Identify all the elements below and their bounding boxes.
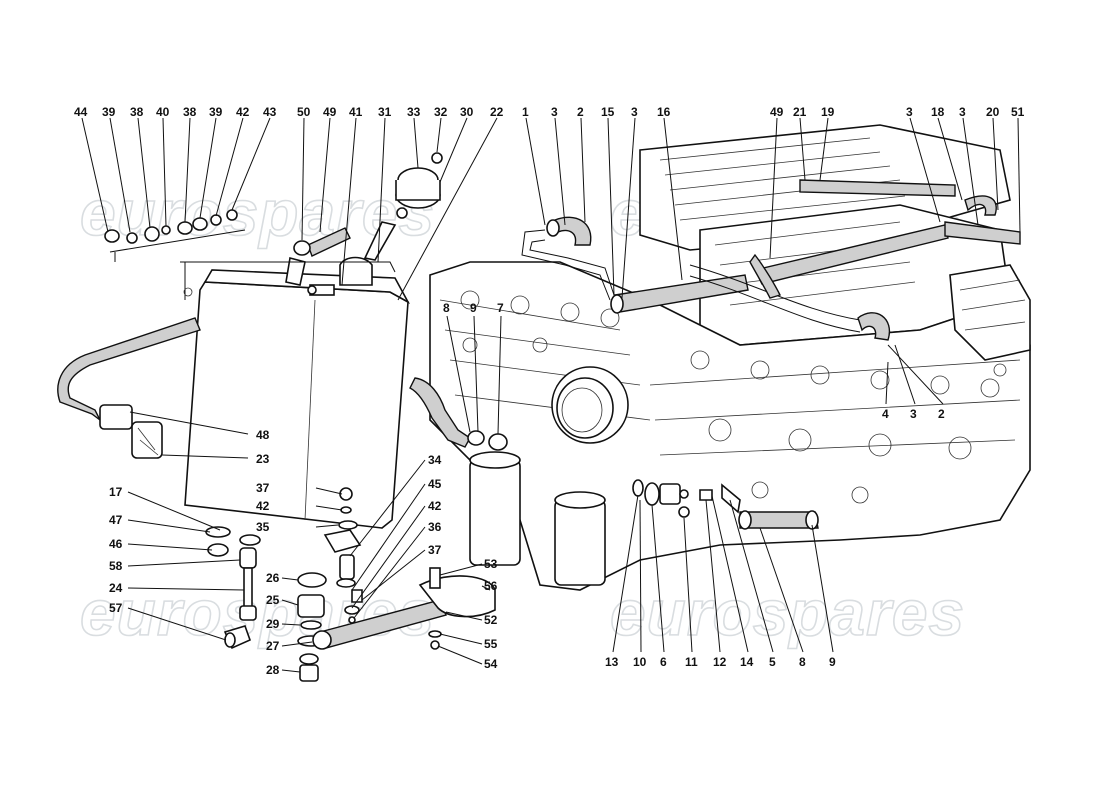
callout-10: 10	[633, 655, 647, 669]
watermark-bottom-right: eurospares	[610, 577, 965, 649]
callout-32: 32	[434, 105, 448, 119]
callout-55: 55	[484, 637, 498, 651]
callout-27: 27	[266, 639, 280, 653]
callout-34: 34	[428, 453, 442, 467]
leader-lines	[81, 117, 1021, 673]
callout-23: 23	[256, 452, 270, 466]
callout-18: 18	[931, 105, 945, 119]
callout-19: 19	[821, 105, 835, 119]
callout-38: 38	[130, 105, 144, 119]
engine-block-drawing	[429, 124, 1031, 591]
callout-47: 47	[109, 513, 123, 527]
callout-48: 48	[256, 428, 270, 442]
callout-9: 9	[829, 655, 836, 669]
callout-39: 39	[209, 105, 223, 119]
callout-3: 3	[959, 105, 966, 119]
callout-9: 9	[470, 301, 477, 315]
callout-43: 43	[263, 105, 277, 119]
callout-3: 3	[906, 105, 913, 119]
callout-12: 12	[713, 655, 727, 669]
callout-33: 33	[407, 105, 421, 119]
callout-42: 42	[428, 499, 442, 513]
callout-1: 1	[522, 105, 529, 119]
breather-hoses	[409, 179, 1021, 530]
callout-31: 31	[378, 105, 392, 119]
callout-8: 8	[443, 301, 450, 315]
callout-8: 8	[799, 655, 806, 669]
callout-54: 54	[484, 657, 498, 671]
callout-56: 56	[484, 579, 498, 593]
callout-37: 37	[428, 543, 442, 557]
callout-45: 45	[428, 477, 442, 491]
fitting-parts	[632, 479, 741, 518]
callout-15: 15	[601, 105, 615, 119]
callout-3: 3	[551, 105, 558, 119]
callout-42: 42	[256, 499, 270, 513]
callout-5: 5	[769, 655, 776, 669]
callout-4: 4	[882, 407, 889, 421]
callout-38: 38	[183, 105, 197, 119]
callout-13: 13	[605, 655, 619, 669]
callout-26: 26	[266, 571, 280, 585]
callout-44: 44	[74, 105, 88, 119]
callout-7: 7	[497, 301, 504, 315]
callout-35: 35	[256, 520, 270, 534]
callout-30: 30	[460, 105, 474, 119]
tank-supply-hose	[57, 209, 351, 459]
callout-11: 11	[685, 655, 698, 669]
callout-14: 14	[740, 655, 754, 669]
oil-tank-drawing	[180, 152, 443, 588]
callout-36: 36	[428, 520, 442, 534]
callout-2: 2	[577, 105, 584, 119]
callout-16: 16	[657, 105, 671, 119]
callout-53: 53	[484, 557, 498, 571]
callout-40: 40	[156, 105, 170, 119]
callout-29: 29	[266, 617, 280, 631]
callout-52: 52	[484, 613, 498, 627]
callout-49: 49	[770, 105, 784, 119]
callout-3: 3	[910, 407, 917, 421]
callout-51: 51	[1011, 105, 1025, 119]
callout-39: 39	[102, 105, 116, 119]
callout-20: 20	[986, 105, 1000, 119]
callout-58: 58	[109, 559, 123, 573]
callout-28: 28	[266, 663, 280, 677]
callout-6: 6	[660, 655, 667, 669]
callout-49: 49	[323, 105, 337, 119]
callout-37: 37	[256, 481, 270, 495]
callout-3: 3	[631, 105, 638, 119]
callout-22: 22	[490, 105, 504, 119]
callout-42: 42	[236, 105, 250, 119]
callout-57: 57	[109, 601, 123, 615]
callout-24: 24	[109, 581, 123, 595]
callout-46: 46	[109, 537, 123, 551]
callout-2: 2	[938, 407, 945, 421]
callout-25: 25	[266, 593, 280, 607]
callout-21: 21	[793, 105, 807, 119]
callout-labels: 44 39 38 40 38 39 42 43 50 49 41 31 33 3…	[74, 105, 1025, 677]
callout-17: 17	[109, 485, 123, 499]
callout-50: 50	[297, 105, 311, 119]
drain-fittings	[205, 487, 496, 682]
callout-41: 41	[349, 105, 363, 119]
